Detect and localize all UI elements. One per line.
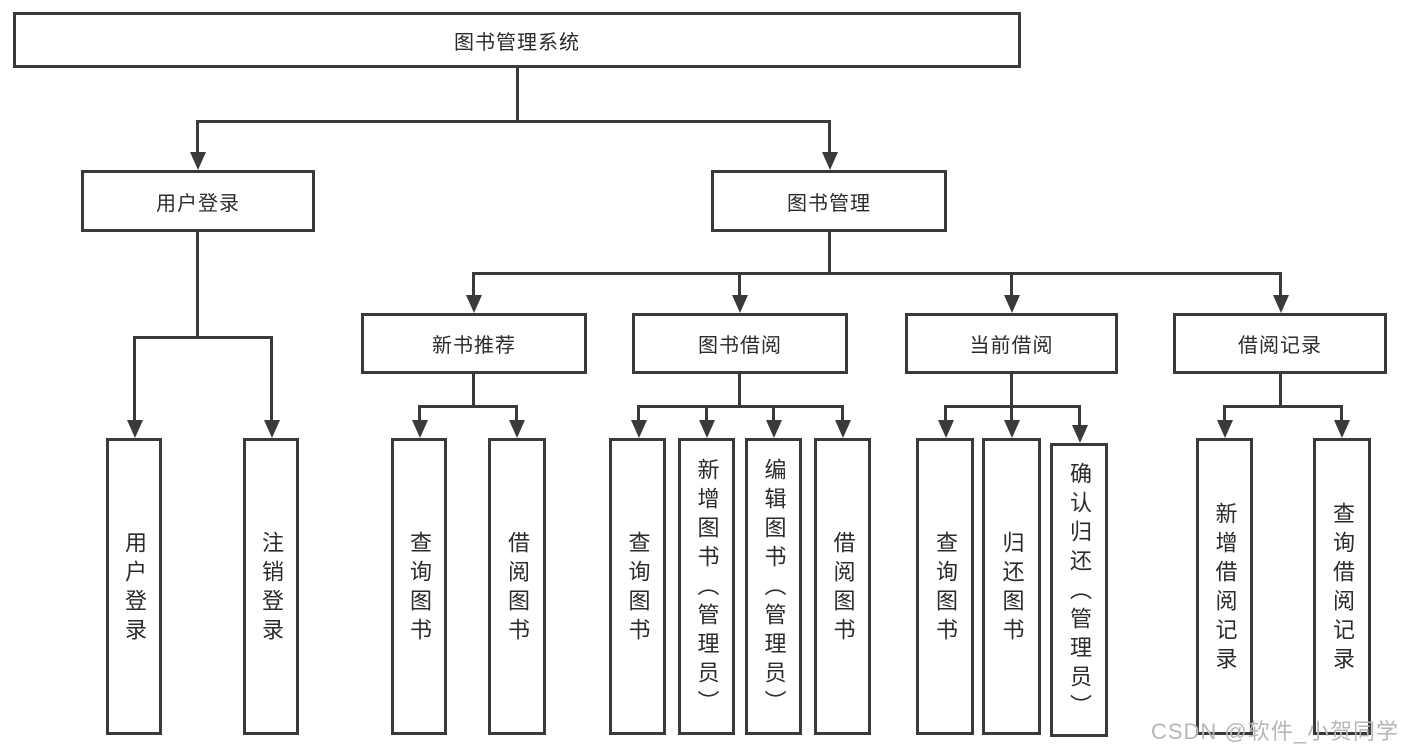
connector-book-mgmt-hline: [472, 272, 1282, 275]
arrowhead-m1c2: [766, 420, 782, 438]
arrowhead-user-login: [190, 152, 206, 170]
arrowhead-leaf-login: [127, 420, 143, 438]
node-current-borrow: 当前借阅: [905, 313, 1118, 374]
arrowhead-m2c0: [938, 420, 954, 438]
connector-user-login-hline: [133, 336, 273, 339]
connector-m0c0-stem: [418, 405, 421, 422]
connector-m2c0-stem: [944, 405, 947, 422]
connector-records-stem: [1279, 272, 1282, 297]
leaf-query-borrow-record: 查询借阅记录: [1313, 438, 1371, 735]
arrowhead-m1c1: [699, 420, 715, 438]
node-root: 图书管理系统: [13, 12, 1021, 68]
connector-user-login-stub: [196, 232, 199, 338]
leaf-edit-book-admin: 编辑图书（管理员）: [745, 438, 802, 735]
connector-m3c1-stem: [1340, 405, 1343, 422]
connector-m2c1-stem: [1010, 405, 1013, 422]
connector-book-mgmt-stub: [828, 232, 831, 274]
arrowhead-m0c0: [412, 420, 428, 438]
arrowhead-m3c1: [1334, 420, 1350, 438]
connector-newbook-stem: [472, 272, 475, 297]
connector-m3c0-stem: [1223, 405, 1226, 422]
node-book-mgmt: 图书管理: [711, 170, 947, 232]
leaf-user-login: 用户登录: [106, 438, 162, 735]
node-borrow-records: 借阅记录: [1173, 313, 1387, 374]
leaf-return-book: 归还图书: [982, 438, 1041, 735]
arrowhead-m3c0: [1217, 420, 1233, 438]
leaf-add-borrow-record: 新增借阅记录: [1196, 438, 1253, 735]
connector-m0-hline: [418, 405, 518, 408]
connector-user-login-stem: [196, 120, 199, 154]
connector-m1c2-stem: [772, 405, 775, 422]
arrowhead-newbook: [466, 295, 482, 313]
connector-root-stub: [516, 68, 519, 122]
node-user-login: 用户登录: [81, 170, 315, 232]
connector-m1c1-stem: [705, 405, 708, 422]
leaf-logout: 注销登录: [243, 438, 299, 735]
leaf-query-books-2: 查询图书: [609, 438, 666, 735]
leaf-add-book-admin: 新增图书（管理员）: [678, 438, 735, 735]
arrowhead-m2c1: [1004, 420, 1020, 438]
arrowhead-current: [1004, 295, 1020, 313]
connector-root-hline: [196, 120, 831, 123]
watermark: CSDN @软件_小贺同学: [1150, 719, 1399, 744]
connector-current-stem: [1010, 272, 1013, 297]
leaf-query-books-3: 查询图书: [916, 438, 974, 735]
arrowhead-m1c3: [835, 420, 851, 438]
connector-m1c0-stem: [637, 405, 640, 422]
leaf-borrow-books-2: 借阅图书: [814, 438, 871, 735]
node-new-book-recommend: 新书推荐: [361, 313, 587, 374]
connector-m3-stub: [1279, 374, 1282, 407]
connector-m1-stub: [738, 374, 741, 407]
connector-m1c3-stem: [841, 405, 844, 422]
leaf-borrow-books-1: 借阅图书: [488, 438, 546, 735]
arrowhead-m0c1: [509, 420, 525, 438]
arrowhead-m2c2: [1072, 425, 1088, 443]
connector-m3-hline: [1223, 405, 1343, 408]
arrowhead-m1c0: [631, 420, 647, 438]
connector-book-mgmt-stem: [828, 120, 831, 154]
arrowhead-leaf-logout: [264, 420, 280, 438]
connector-leaf-login-stem: [133, 336, 136, 422]
connector-m1-hline: [637, 405, 844, 408]
node-book-borrow: 图书借阅: [632, 313, 848, 374]
leaf-confirm-return-admin: 确认归还（管理员）: [1050, 443, 1108, 737]
connector-leaf-logout-stem: [270, 336, 273, 422]
arrowhead-records: [1273, 295, 1289, 313]
connector-m2-stub: [1010, 374, 1013, 407]
connector-borrow-stem: [738, 272, 741, 297]
connector-m0c1-stem: [515, 405, 518, 422]
connector-m0-stub: [472, 374, 475, 407]
arrowhead-borrow: [732, 295, 748, 313]
leaf-query-books-1: 查询图书: [391, 438, 447, 735]
arrowhead-book-mgmt: [822, 152, 838, 170]
connector-m2c2-stem: [1078, 405, 1081, 427]
